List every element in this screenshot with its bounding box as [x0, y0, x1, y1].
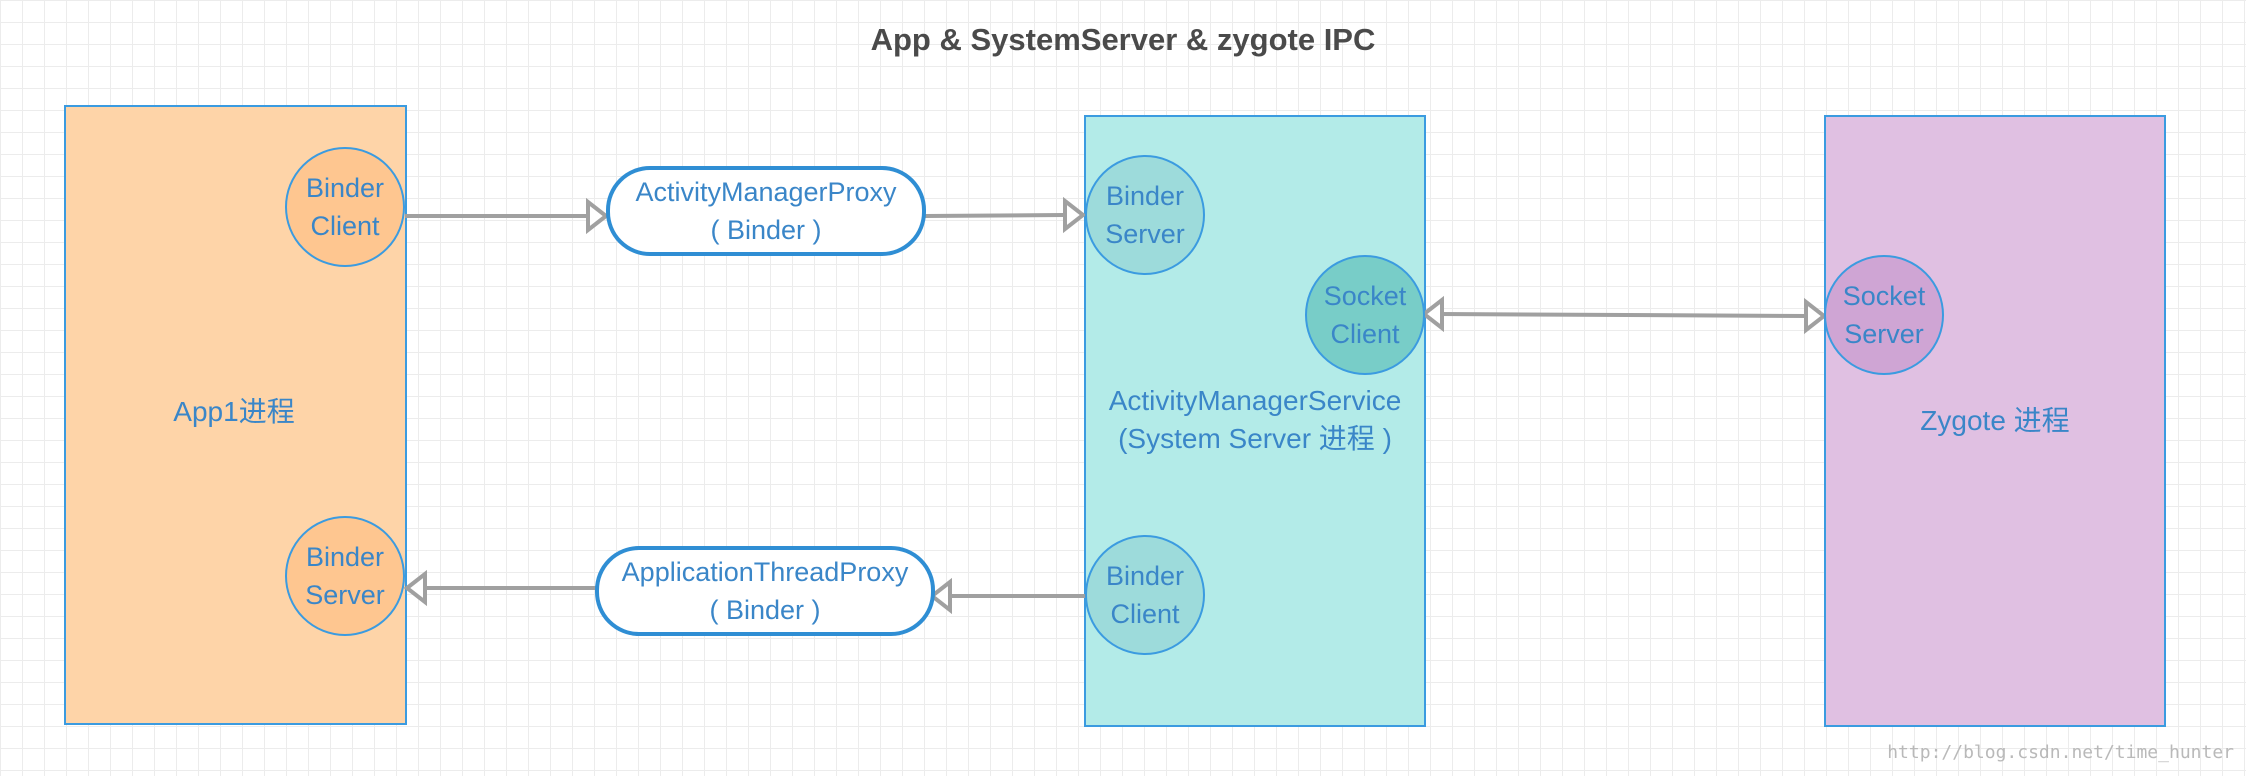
arrowhead-socket-client	[1420, 295, 1444, 333]
arrowhead-sys-binder-server	[1063, 196, 1087, 234]
app-binder-server-line2: Server	[305, 580, 385, 610]
arrow-socket-link	[1439, 312, 1809, 318]
watermark: http://blog.csdn.net/time_hunter	[1887, 742, 2234, 763]
sys-binder-client-line2: Client	[1110, 599, 1180, 629]
atp-binder: ( Binder )	[709, 595, 821, 625]
sys-binder-client-line1: Binder	[1105, 561, 1185, 591]
app-process-label: App1进程	[173, 396, 295, 427]
application-thread-proxy-pill: ApplicationThreadProxy ( Binder )	[595, 546, 935, 636]
atp-name: ApplicationThreadProxy	[621, 557, 909, 587]
amp-binder: ( Binder )	[710, 215, 822, 245]
arrowhead-app-binder-server	[403, 569, 427, 607]
arrowhead-socket-server	[1804, 297, 1828, 335]
arrowhead-amp	[586, 197, 610, 235]
amp-name: ActivityManagerProxy	[635, 177, 897, 207]
system-server-label: ActivityManagerService (System Server 进程…	[1084, 382, 1426, 458]
arrow-amp-to-sys	[924, 213, 1065, 218]
diagram-title: App & SystemServer & zygote IPC	[870, 22, 1376, 57]
app-binder-server-line1: Binder	[305, 542, 385, 572]
arrowhead-atp	[928, 577, 952, 615]
app-binder-client-line1: Binder	[305, 173, 385, 203]
system-server-label-line2: (System Server 进程 )	[1118, 423, 1392, 454]
zygote-process-label: Zygote 进程	[1920, 405, 2070, 436]
sys-binder-server-line2: Server	[1105, 219, 1185, 249]
sys-socket-client-line2: Client	[1330, 319, 1400, 349]
zygote-socket-server-line2: Server	[1844, 319, 1924, 349]
sys-binder-server-line1: Binder	[1105, 181, 1185, 211]
zygote-process-box	[1824, 115, 2166, 727]
app-binder-client-line2: Client	[310, 211, 380, 241]
sys-socket-client-line1: Socket	[1323, 281, 1407, 311]
system-server-label-line1: ActivityManagerService	[1108, 385, 1402, 416]
activity-manager-proxy-pill: ActivityManagerProxy ( Binder )	[606, 166, 926, 256]
zygote-socket-server-line1: Socket	[1842, 281, 1926, 311]
